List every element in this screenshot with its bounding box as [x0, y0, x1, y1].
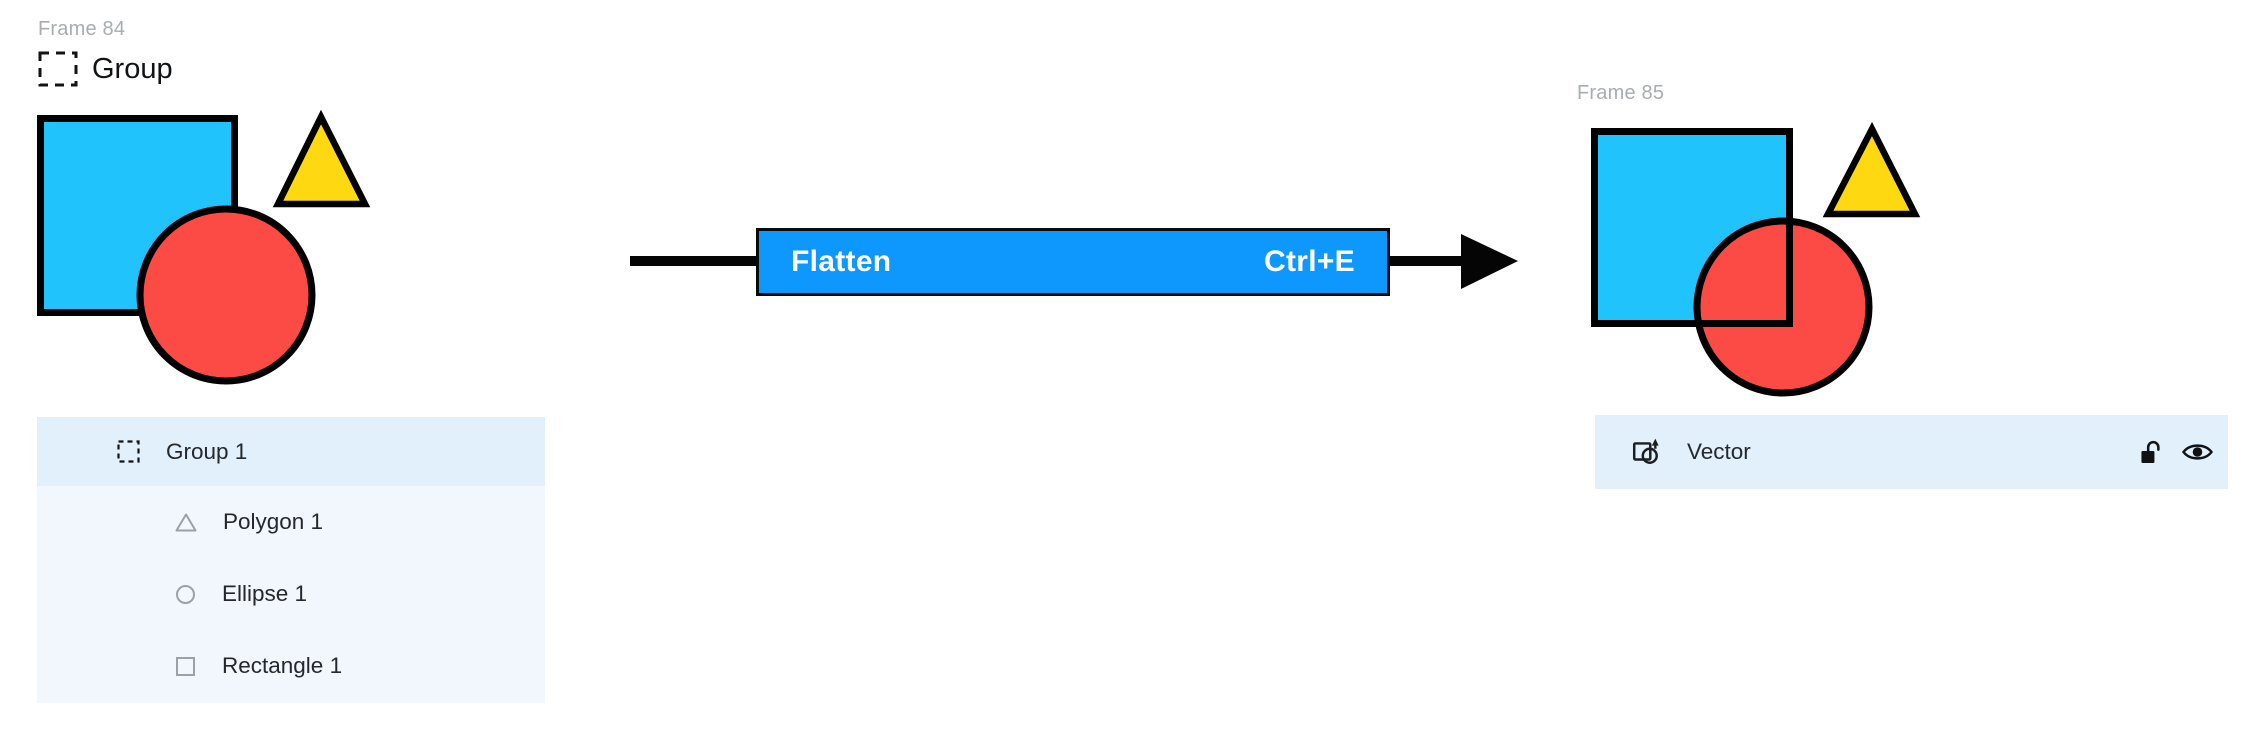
group-dashed-icon — [117, 440, 140, 463]
unlock-icon[interactable] — [2140, 439, 2165, 465]
red-circle-outline — [1693, 217, 1873, 397]
vector-icon — [1631, 437, 1661, 467]
group-dashed-icon — [37, 50, 79, 88]
yellow-triangle-shape — [272, 109, 371, 208]
blue-square-outline — [1591, 128, 1793, 327]
layer-row-label: Vector — [1687, 439, 1751, 464]
right-canvas-flattened-vector — [1591, 121, 1921, 397]
layer-row-label: Rectangle 1 — [222, 653, 343, 678]
triangle-outline-icon — [175, 512, 197, 533]
left-canvas-shapes — [37, 109, 371, 385]
layer-row-label: Ellipse 1 — [222, 581, 308, 606]
yellow-triangle-shape — [1822, 121, 1921, 218]
frame-85-label: Frame 85 — [1577, 82, 1665, 104]
arrowhead-icon — [1461, 234, 1518, 289]
layer-row-rectangle-1[interactable]: Rectangle 1 — [37, 630, 545, 702]
flatten-menu-label: Flatten — [791, 245, 892, 278]
frame-84-label: Frame 84 — [38, 18, 126, 40]
red-circle-shape — [136, 205, 316, 385]
flatten-menu-item[interactable]: Flatten Ctrl+E — [756, 228, 1390, 296]
group-title: Group — [92, 52, 173, 85]
circle-outline-icon — [175, 584, 196, 605]
left-layers-panel: Group 1 Polygon 1 Ellipse 1 — [37, 417, 545, 703]
layer-row-polygon-1[interactable]: Polygon 1 — [37, 486, 545, 558]
layer-row-group-1[interactable]: Group 1 — [37, 417, 545, 486]
red-circle-fill — [1694, 218, 1872, 396]
layer-row-label: Polygon 1 — [223, 509, 324, 534]
layer-row-vector[interactable]: Vector — [1595, 415, 2228, 489]
flatten-menu-shortcut: Ctrl+E — [1264, 245, 1355, 278]
group-header: Group — [37, 50, 173, 88]
layer-row-ellipse-1[interactable]: Ellipse 1 — [37, 558, 545, 630]
square-outline-icon — [175, 656, 196, 677]
eye-icon[interactable] — [2181, 440, 2214, 464]
layer-row-label: Group 1 — [166, 438, 248, 464]
